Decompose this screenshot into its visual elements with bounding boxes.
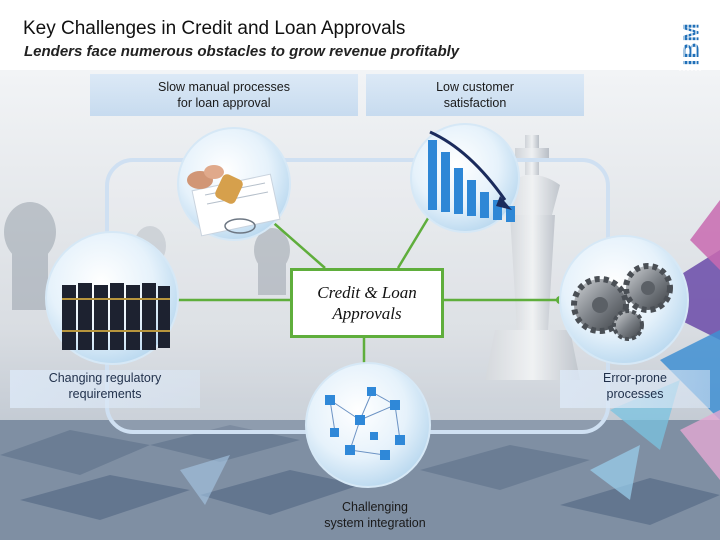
challenge-label-regulatory: Changing regulatory requirements [10, 370, 200, 408]
logo-text: IBM [679, 22, 704, 65]
law-books-icon [45, 231, 179, 365]
challenge-label-error-prone: Error-prone processes [560, 370, 710, 408]
challenge-text-slow-manual: Slow manual processes for loan approval [157, 80, 290, 110]
slide-title: Key Challenges in Credit and Loan Approv… [23, 18, 406, 39]
declining-bar-chart-icon [410, 123, 520, 233]
stamp-approval-icon [177, 127, 291, 241]
gears-icon [559, 235, 689, 365]
challenge-label-integration: Challenging system integration [324, 500, 426, 530]
challenge-text-low-satisfaction: Low customer satisfaction [436, 80, 514, 110]
ibm-logo: IBM [679, 17, 704, 71]
challenge-label-slow-manual: Slow manual processes for loan approval [90, 74, 358, 116]
slide-subtitle: Lenders face numerous obstacles to grow … [24, 43, 460, 60]
network-cubes-icon [305, 362, 431, 488]
challenge-label-low-satisfaction: Low customer satisfaction [366, 74, 584, 116]
center-credit-loan-approvals: Credit & Loan Approvals [290, 268, 444, 338]
